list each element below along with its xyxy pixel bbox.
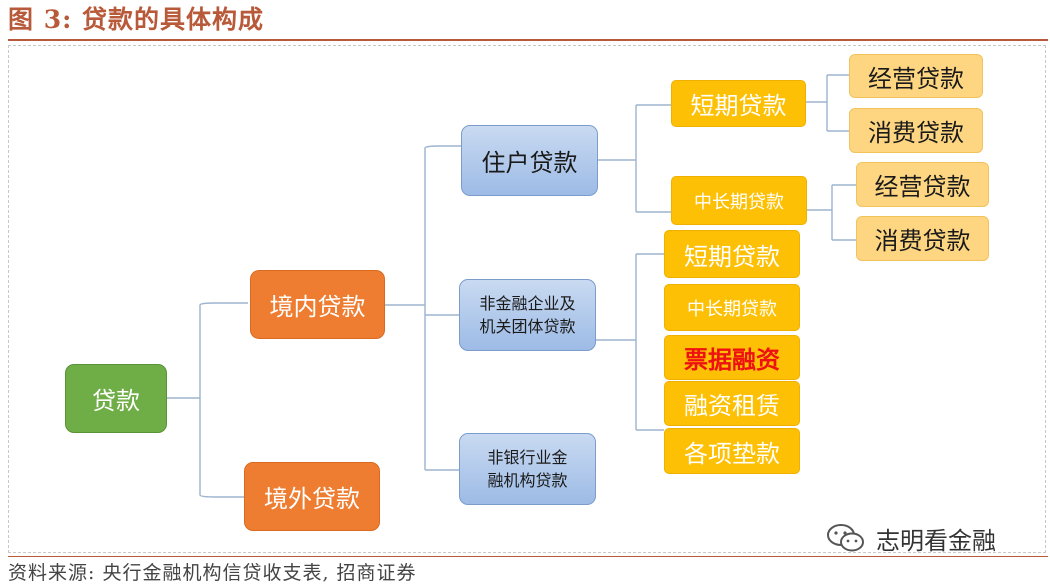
- connector-enterprise: [596, 253, 664, 431]
- node-enterprise-short-term: 短期贷款: [664, 230, 800, 278]
- connector-domestic: [385, 145, 461, 471]
- node-short-business-loans: 经营贷款: [849, 54, 983, 98]
- source-note: 资料来源: 央行金融机构信贷收支表, 招商证券: [8, 562, 417, 584]
- node-short-consumer-loans: 消费贷款: [849, 108, 983, 153]
- diagram-frame: [8, 45, 1046, 553]
- connector-short: [806, 74, 849, 132]
- node-enterprise-loans: 非金融企业及 机关团体贷款: [459, 279, 596, 351]
- node-household-short-term: 短期贷款: [671, 80, 806, 127]
- connector-midlong: [807, 184, 856, 241]
- node-midlong-business-loans: 经营贷款: [856, 162, 989, 207]
- connector-root: [167, 302, 248, 498]
- node-advances: 各项垫款: [664, 428, 800, 474]
- node-overseas-loans: 境外贷款: [244, 462, 380, 531]
- node-loans: 贷款: [65, 364, 167, 433]
- figure-title: 图 3: 贷款的具体构成: [8, 5, 265, 34]
- node-nonbank-loans: 非银行业金 融机构贷款: [459, 433, 596, 505]
- node-bill-financing: 票据融资: [664, 335, 800, 380]
- node-enterprise-mid-long-term: 中长期贷款: [664, 284, 800, 331]
- watermark-text: 志明看金融: [876, 526, 996, 555]
- wechat-icon: [827, 524, 864, 552]
- node-household-mid-long-term: 中长期贷款: [671, 176, 807, 225]
- source-rule: [8, 556, 1048, 557]
- title-rule: [8, 39, 1048, 41]
- watermark: 志明看金融: [826, 520, 996, 556]
- nonbank-label-line2: 融机构贷款: [487, 471, 568, 490]
- node-household-loans: 住户贷款: [461, 125, 598, 196]
- node-financial-leasing: 融资租赁: [664, 381, 800, 426]
- enterprise-label-line1: 非金融企业及: [479, 294, 576, 313]
- node-midlong-consumer-loans: 消费贷款: [856, 216, 989, 261]
- enterprise-label-line2: 机关团体贷款: [479, 317, 576, 336]
- nonbank-label-line1: 非银行业金: [487, 448, 568, 467]
- connector-household: [598, 104, 671, 213]
- node-domestic-loans: 境内贷款: [250, 270, 385, 339]
